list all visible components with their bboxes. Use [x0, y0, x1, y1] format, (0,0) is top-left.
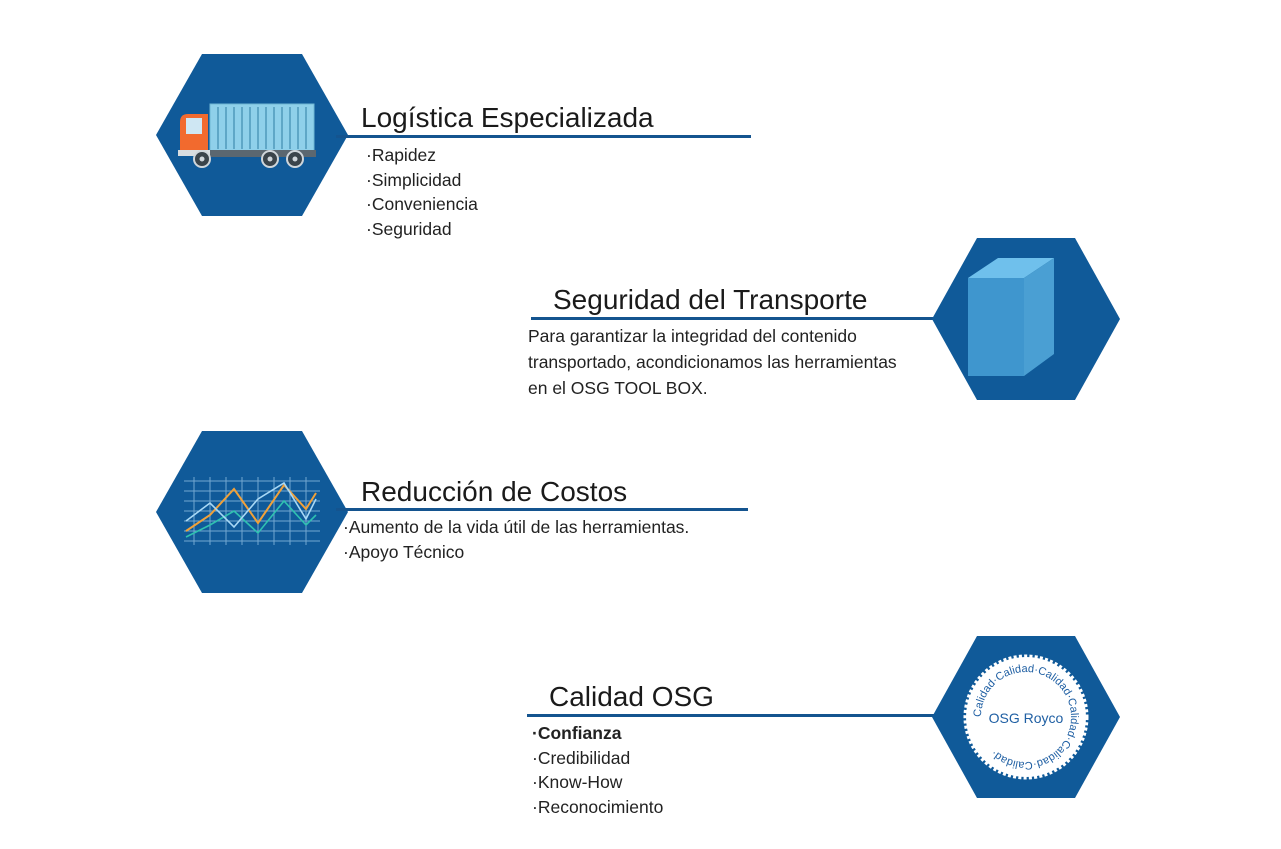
list-item: Apoyo Técnico [343, 540, 689, 565]
list-item: Know-How [532, 770, 663, 795]
list-item: Rapidez [366, 143, 478, 168]
rule-calidad [527, 714, 945, 717]
list-item: Simplicidad [366, 168, 478, 193]
list-item: Seguridad [366, 217, 478, 242]
line-chart-icon [184, 477, 320, 545]
hexagon-seguridad [932, 238, 1120, 400]
rule-seguridad [531, 317, 946, 320]
list-item: Aumento de la vida útil de las herramien… [343, 515, 689, 540]
list-item: Reconocimiento [532, 795, 663, 820]
list-item: Conveniencia [366, 192, 478, 217]
quality-seal-icon: Calidad·Calidad·Calidad·Calidad·Calidad·… [963, 654, 1089, 780]
rule-reduccion [336, 508, 748, 511]
hexagon-reduccion [156, 431, 348, 593]
heading-calidad: Calidad OSG [549, 681, 714, 712]
heading-logistica: Logística Especializada [361, 102, 654, 133]
truck-icon [178, 103, 316, 168]
heading-seguridad: Seguridad del Transporte [553, 284, 868, 315]
list-item: Credibilidad [532, 746, 663, 771]
hexagon-logistica [156, 54, 348, 216]
hexagon-calidad: Calidad·Calidad·Calidad·Calidad·Calidad·… [932, 636, 1120, 798]
list-calidad: Confianza Credibilidad Know-How Reconoci… [532, 721, 663, 819]
list-item: Confianza [532, 721, 663, 746]
heading-reduccion: Reducción de Costos [361, 476, 628, 507]
list-logistica: Rapidez Simplicidad Conveniencia Segurid… [366, 143, 478, 241]
list-reduccion: Aumento de la vida útil de las herramien… [343, 515, 689, 564]
cube-icon [968, 258, 1054, 376]
rule-logistica [336, 135, 751, 138]
description-seguridad: Para garantizar la integridad del conten… [528, 326, 897, 398]
seal-center-text: OSG Royco [989, 710, 1064, 726]
